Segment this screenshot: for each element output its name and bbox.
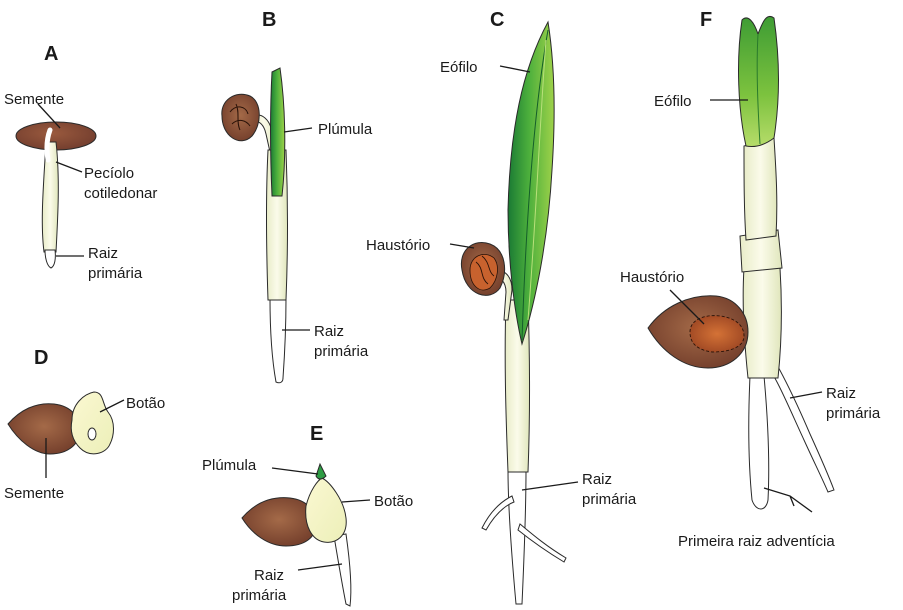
label-eophyll-f: Eófilo — [654, 93, 692, 110]
label-seed-a: Semente — [4, 91, 64, 108]
panel-a: A Semente Pecíolo cotiledonar Raiz primá… — [4, 43, 157, 282]
label-root-b: Raiz — [314, 323, 344, 340]
panel-e: E Plúmula Botão Raiz primária — [202, 423, 413, 606]
label-primary-c: primária — [582, 491, 637, 508]
panel-d: D Botão Semente — [4, 347, 165, 502]
panel-letter-e: E — [310, 423, 323, 445]
panel-letter-f: F — [700, 9, 712, 31]
panel-letter-a: A — [44, 43, 58, 65]
label-primary-b: primária — [314, 343, 369, 360]
label-plumule-b: Plúmula — [318, 121, 373, 138]
seed-e — [242, 498, 316, 546]
panel-f: F Eófilo Haustório Raiz primária Primeir… — [620, 9, 881, 550]
primary-root-a — [45, 250, 55, 268]
panel-c: C Eófilo Haustório Raiz primária — [366, 9, 637, 604]
primary-root-b — [270, 298, 286, 383]
label-petiole-a: Pecíolo — [84, 165, 134, 182]
label-primary-a: primária — [88, 265, 143, 282]
label-haustorium-f: Haustório — [620, 269, 684, 286]
label-primary-f: primária — [826, 405, 881, 422]
seed-b — [222, 94, 259, 141]
label-haustorium-c: Haustório — [366, 237, 430, 254]
label-eophyll-c: Eófilo — [440, 59, 478, 76]
bud-e — [306, 478, 347, 542]
plumule-b — [271, 68, 285, 196]
eophyll-f — [739, 16, 779, 146]
panel-letter-c: C — [490, 9, 504, 31]
label-plumule-e: Plúmula — [202, 457, 257, 474]
label-root-c: Raiz — [582, 471, 612, 488]
label-primary-e: primária — [232, 587, 287, 604]
primary-root-e — [334, 534, 351, 606]
label-bud-d: Botão — [126, 395, 165, 412]
label-cotyledonary-a: cotiledonar — [84, 185, 157, 202]
stem-f-lower — [743, 268, 781, 378]
seed-d — [8, 404, 80, 454]
bud-d — [71, 392, 113, 454]
panel-letter-b: B — [262, 9, 276, 31]
label-bud-e: Botão — [374, 493, 413, 510]
sheath-f — [744, 138, 777, 240]
eophyll-c — [508, 22, 554, 344]
label-adventitious-f: Primeira raiz adventícia — [678, 533, 835, 550]
label-root-a: Raiz — [88, 245, 118, 262]
panel-letter-d: D — [34, 347, 48, 369]
cotyledonary-petiole-a — [42, 142, 58, 252]
label-seed-d: Semente — [4, 485, 64, 502]
panel-b: B Plúmula Raiz primária — [222, 9, 373, 383]
plumule-e — [316, 464, 326, 479]
label-root-e: Raiz — [254, 567, 284, 584]
label-root-f: Raiz — [826, 385, 856, 402]
